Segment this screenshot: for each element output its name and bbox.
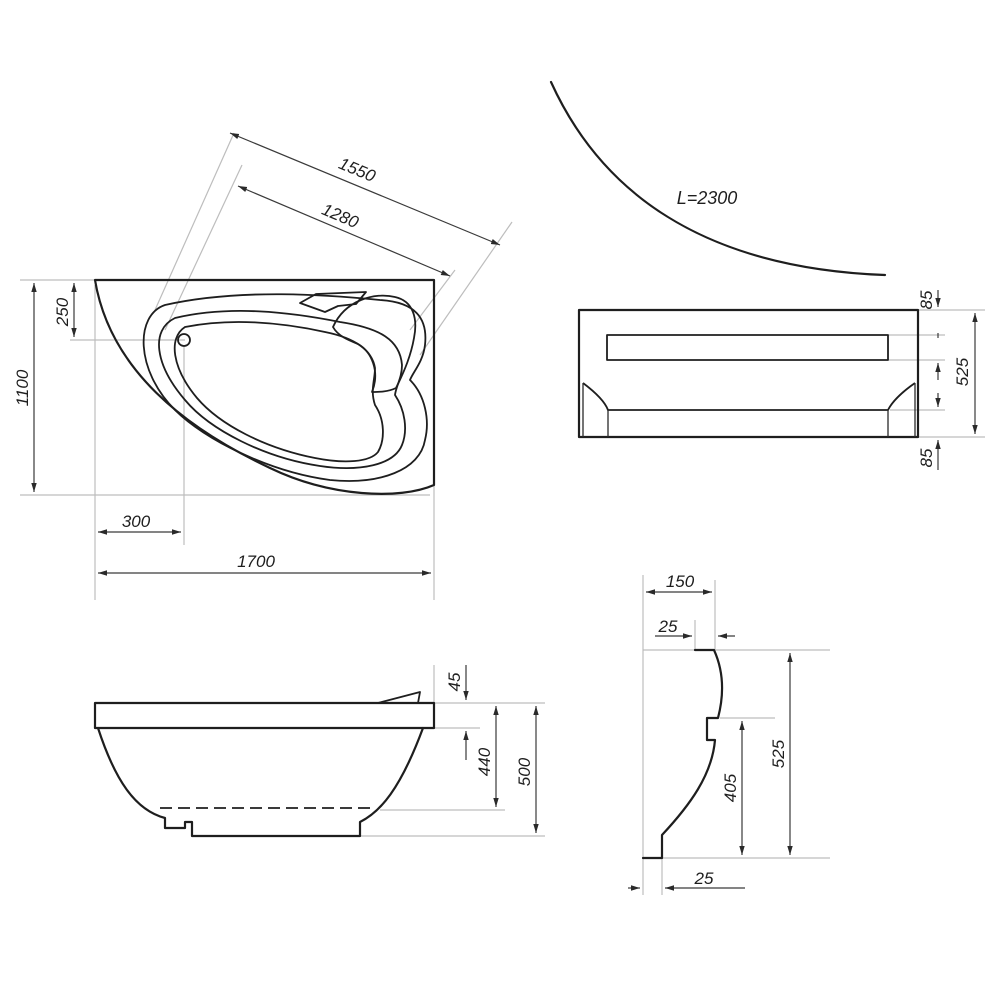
panel-top-slot	[606, 334, 889, 361]
profile-extension-lines	[642, 575, 830, 895]
dim-label-525-panel: 525	[953, 357, 972, 386]
panel-arc	[549, 80, 887, 277]
dim-label-1280: 1280	[319, 200, 362, 232]
dim-label-440: 440	[475, 747, 494, 776]
dim-label-525-profile: 525	[769, 739, 788, 768]
dim-label-500: 500	[515, 757, 534, 786]
dim-label-1100: 1100	[13, 369, 32, 406]
side-view: 45 440 500	[93, 665, 545, 838]
dim-label-405: 405	[721, 773, 740, 802]
panel-arc-length-label: L=2300	[677, 188, 738, 208]
panel-bottom-recess	[582, 382, 916, 411]
dim-label-1700: 1700	[237, 552, 275, 571]
top-view-extension-lines	[20, 132, 513, 600]
side-view-extension-lines	[360, 665, 545, 837]
profile-section: 150 25 525 405 25	[628, 572, 830, 895]
front-panel: L=2300 525 85 85	[549, 80, 985, 470]
dim-line-1550	[229, 132, 501, 246]
dim-label-85-top: 85	[917, 290, 936, 309]
dim-label-25-bottom: 25	[694, 869, 714, 888]
dim-label-150: 150	[666, 572, 695, 591]
dim-line-1280	[237, 185, 451, 277]
top-view-tub-outline	[93, 278, 436, 495]
top-view-basin-floor	[173, 321, 384, 463]
dim-label-85-bottom: 85	[917, 448, 936, 467]
side-view-body	[96, 726, 425, 838]
top-view-rim-inner	[142, 293, 428, 482]
dim-label-1550: 1550	[336, 154, 379, 186]
dim-label-250: 250	[53, 297, 72, 327]
top-view-basin-edge	[158, 310, 406, 469]
panel-extension-lines	[888, 309, 985, 438]
profile-shape	[641, 648, 724, 860]
dim-label-25-top: 25	[658, 617, 678, 636]
top-view-headrest	[332, 294, 417, 393]
side-view-backrest	[377, 691, 421, 704]
side-view-rim	[93, 701, 436, 730]
top-view: 1100 250 300 1700 1550 1280	[13, 132, 513, 600]
dim-label-300: 300	[122, 512, 151, 531]
drain-icon	[177, 333, 191, 347]
panel-body	[577, 308, 920, 439]
top-view-grip	[299, 291, 367, 313]
dim-label-45: 45	[445, 672, 464, 691]
